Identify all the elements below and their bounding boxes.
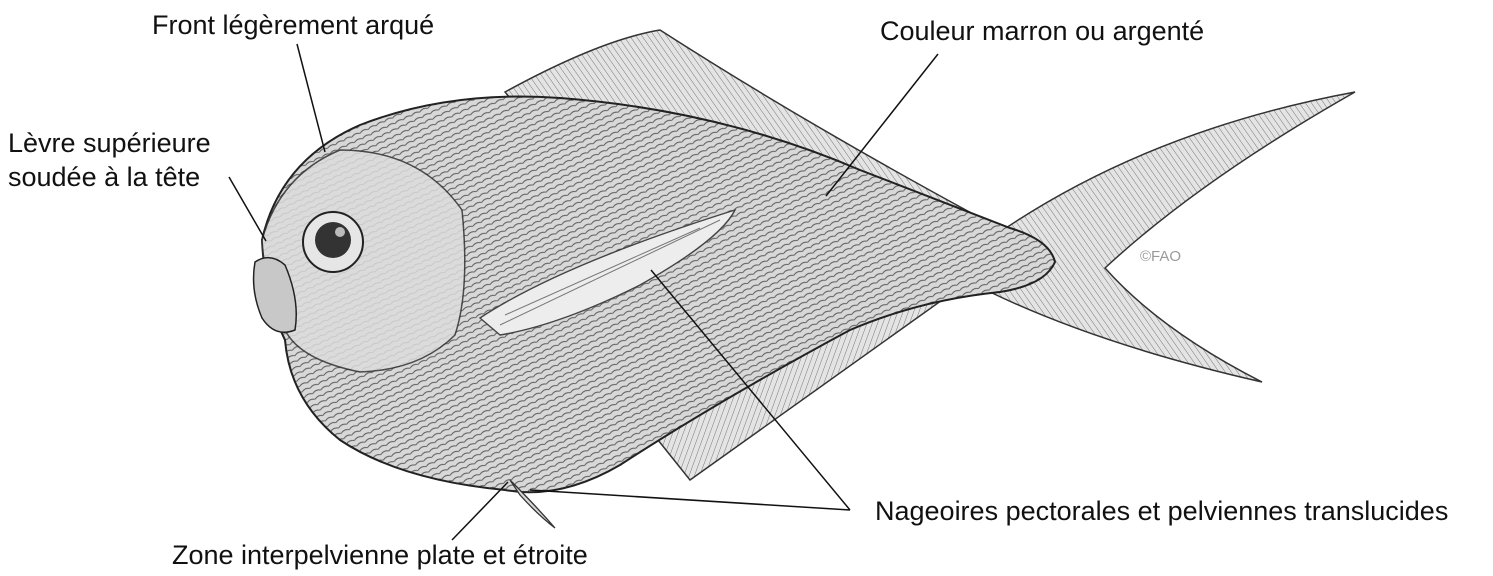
tail-fin <box>990 92 1355 382</box>
leader-front <box>297 44 325 152</box>
copyright-credit: ©FAO <box>1140 248 1181 265</box>
label-levre-line1: Lèvre supérieure <box>8 126 211 160</box>
label-nageoires: Nageoires pectorales et pelviennes trans… <box>875 494 1448 528</box>
label-couleur: Couleur marron ou argenté <box>880 14 1204 48</box>
label-front: Front légèrement arqué <box>152 8 434 42</box>
operculum <box>262 150 465 372</box>
label-levre-line2: soudée à la tête <box>8 160 211 194</box>
leader-levre <box>229 177 266 241</box>
label-zone: Zone interpelvienne plate et étroite <box>172 538 588 572</box>
eye-highlight <box>335 227 345 237</box>
pupil <box>315 222 351 258</box>
leader-pelvic <box>530 490 850 510</box>
label-levre: Lèvre supérieure soudée à la tête <box>8 126 211 194</box>
leader-zone <box>452 482 508 540</box>
